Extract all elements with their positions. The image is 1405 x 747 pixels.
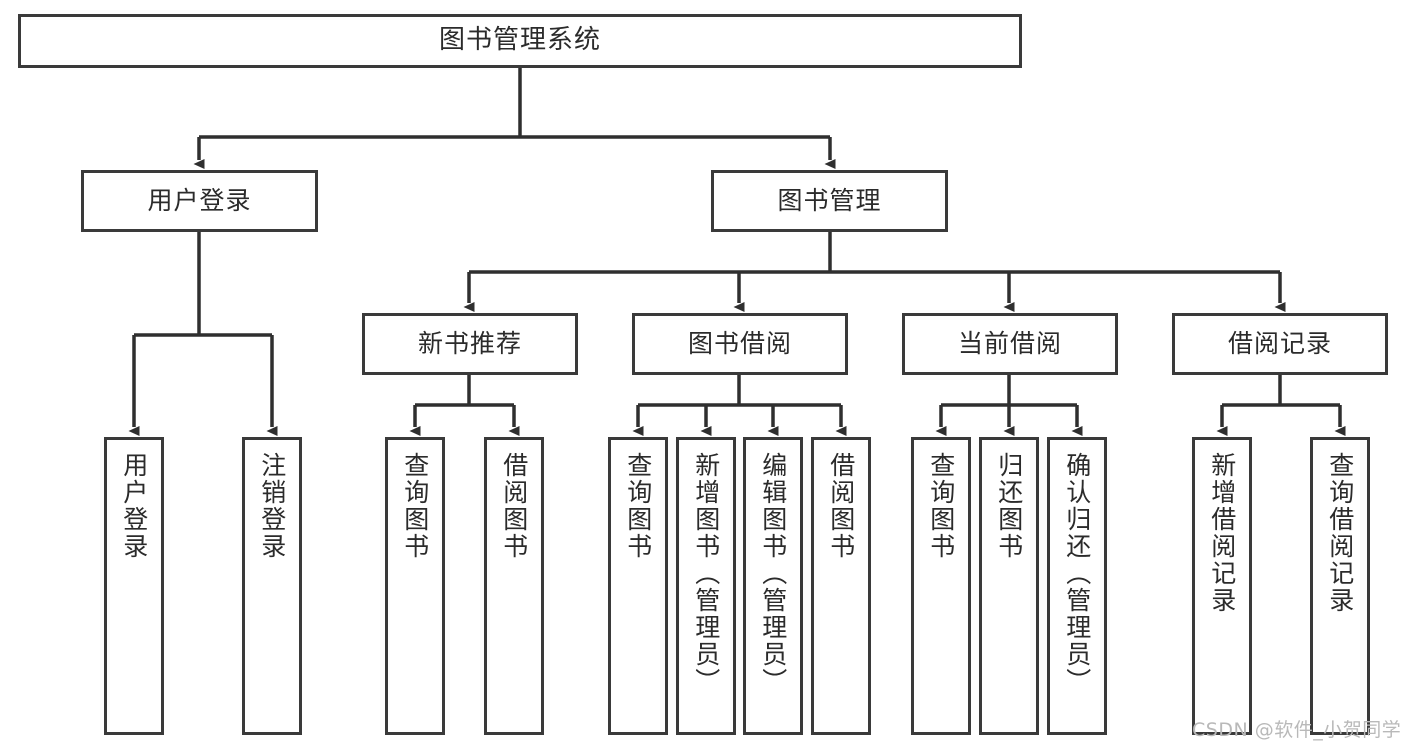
leaf-return-book[interactable]: 归还图书 (979, 437, 1039, 735)
leaf-edit-book-label: 编辑图书（管理员） (758, 452, 788, 695)
leaf-borrow-book-recommendation[interactable]: 借阅图书 (484, 437, 544, 735)
node-borrowing-record-label: 借阅记录 (1227, 328, 1332, 358)
leaf-add-book-label: 新增图书（管理员） (691, 452, 721, 695)
leaf-add-borrow-record[interactable]: 新增借阅记录 (1192, 437, 1252, 735)
leaf-confirm-return-label: 确认归还（管理员） (1062, 452, 1092, 695)
node-new-book-recommendation-label: 新书推荐 (417, 328, 522, 358)
node-book-borrowing[interactable]: 图书借阅 (632, 313, 848, 375)
node-book-management[interactable]: 图书管理 (711, 170, 948, 232)
leaf-query-book-current-label: 查询图书 (926, 452, 956, 560)
node-user-login-label: 用户登录 (147, 185, 252, 215)
leaf-borrow-book-recommendation-label: 借阅图书 (499, 452, 529, 560)
leaf-logout[interactable]: 注销登录 (242, 437, 302, 735)
node-root-label: 图书管理系统 (438, 25, 601, 56)
leaf-user-login[interactable]: 用户登录 (104, 437, 164, 735)
leaf-query-book-borrowing-label: 查询图书 (623, 452, 653, 560)
leaf-return-book-label: 归还图书 (994, 452, 1024, 560)
node-current-borrowing-label: 当前借阅 (957, 328, 1062, 358)
leaf-query-borrow-record[interactable]: 查询借阅记录 (1310, 437, 1370, 735)
leaf-add-book[interactable]: 新增图书（管理员） (676, 437, 736, 735)
watermark: CSDN @软件_小贺同学 (1192, 719, 1402, 741)
leaf-user-login-label: 用户登录 (119, 452, 149, 560)
node-root[interactable]: 图书管理系统 (18, 14, 1022, 68)
leaf-query-borrow-record-label: 查询借阅记录 (1325, 452, 1355, 614)
node-book-borrowing-label: 图书借阅 (687, 328, 792, 358)
node-borrowing-record[interactable]: 借阅记录 (1172, 313, 1388, 375)
leaf-query-book-borrowing[interactable]: 查询图书 (608, 437, 668, 735)
node-new-book-recommendation[interactable]: 新书推荐 (362, 313, 578, 375)
leaf-query-book-recommendation[interactable]: 查询图书 (385, 437, 445, 735)
leaf-borrow-book-label: 借阅图书 (826, 452, 856, 560)
node-book-management-label: 图书管理 (777, 185, 882, 215)
leaf-logout-label: 注销登录 (257, 452, 287, 560)
leaf-add-borrow-record-label: 新增借阅记录 (1207, 452, 1237, 614)
leaf-query-book-current[interactable]: 查询图书 (911, 437, 971, 735)
node-user-login[interactable]: 用户登录 (81, 170, 318, 232)
leaf-confirm-return[interactable]: 确认归还（管理员） (1047, 437, 1107, 735)
leaf-query-book-recommendation-label: 查询图书 (400, 452, 430, 560)
leaf-borrow-book[interactable]: 借阅图书 (811, 437, 871, 735)
leaf-edit-book[interactable]: 编辑图书（管理员） (743, 437, 803, 735)
node-current-borrowing[interactable]: 当前借阅 (902, 313, 1118, 375)
